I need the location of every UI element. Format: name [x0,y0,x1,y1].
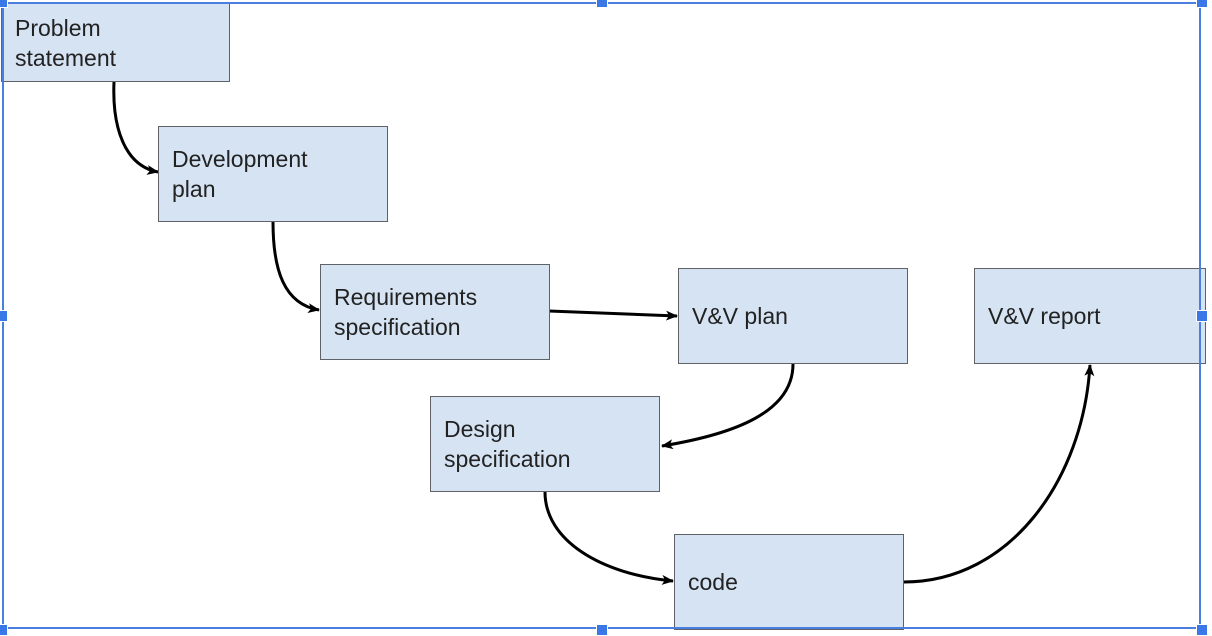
node-problem-statement[interactable]: Problem statement [1,3,230,82]
node-development-plan[interactable]: Development plan [158,126,388,222]
resize-handle-top-left[interactable] [0,0,8,8]
resize-handle-top[interactable] [596,0,608,8]
node-vv-report[interactable]: V&V report [974,268,1206,364]
node-label: V&V report [988,303,1101,329]
node-label: Problem statement [15,14,116,71]
resize-handle-bottom-left[interactable] [0,624,8,636]
edge-code-to-vvreport[interactable] [903,364,1095,584]
node-label: Requirements specification [334,284,478,340]
node-requirements-specification[interactable]: Requirements specification [320,264,550,360]
node-code[interactable]: code [674,534,904,630]
edge-problem-to-development[interactable] [112,81,159,175]
edge-requirements-to-vvplan[interactable] [548,309,678,321]
node-label: V&V plan [692,303,788,329]
node-design-specification[interactable]: Design specification [430,396,660,492]
edge-vvplan-to-design[interactable] [661,363,795,450]
resize-handle-top-right[interactable] [1196,0,1208,8]
resize-handle-bottom-right[interactable] [1196,624,1208,636]
resize-handle-bottom[interactable] [596,624,608,636]
edge-design-to-code[interactable] [543,491,674,585]
edge-development-to-requirements[interactable] [271,221,320,314]
node-label: Design specification [444,416,571,472]
node-label: code [688,569,738,595]
node-label: Development plan [172,146,308,202]
node-vv-plan[interactable]: V&V plan [678,268,908,364]
resize-handle-right[interactable] [1196,310,1208,322]
resize-handle-left[interactable] [0,310,8,322]
